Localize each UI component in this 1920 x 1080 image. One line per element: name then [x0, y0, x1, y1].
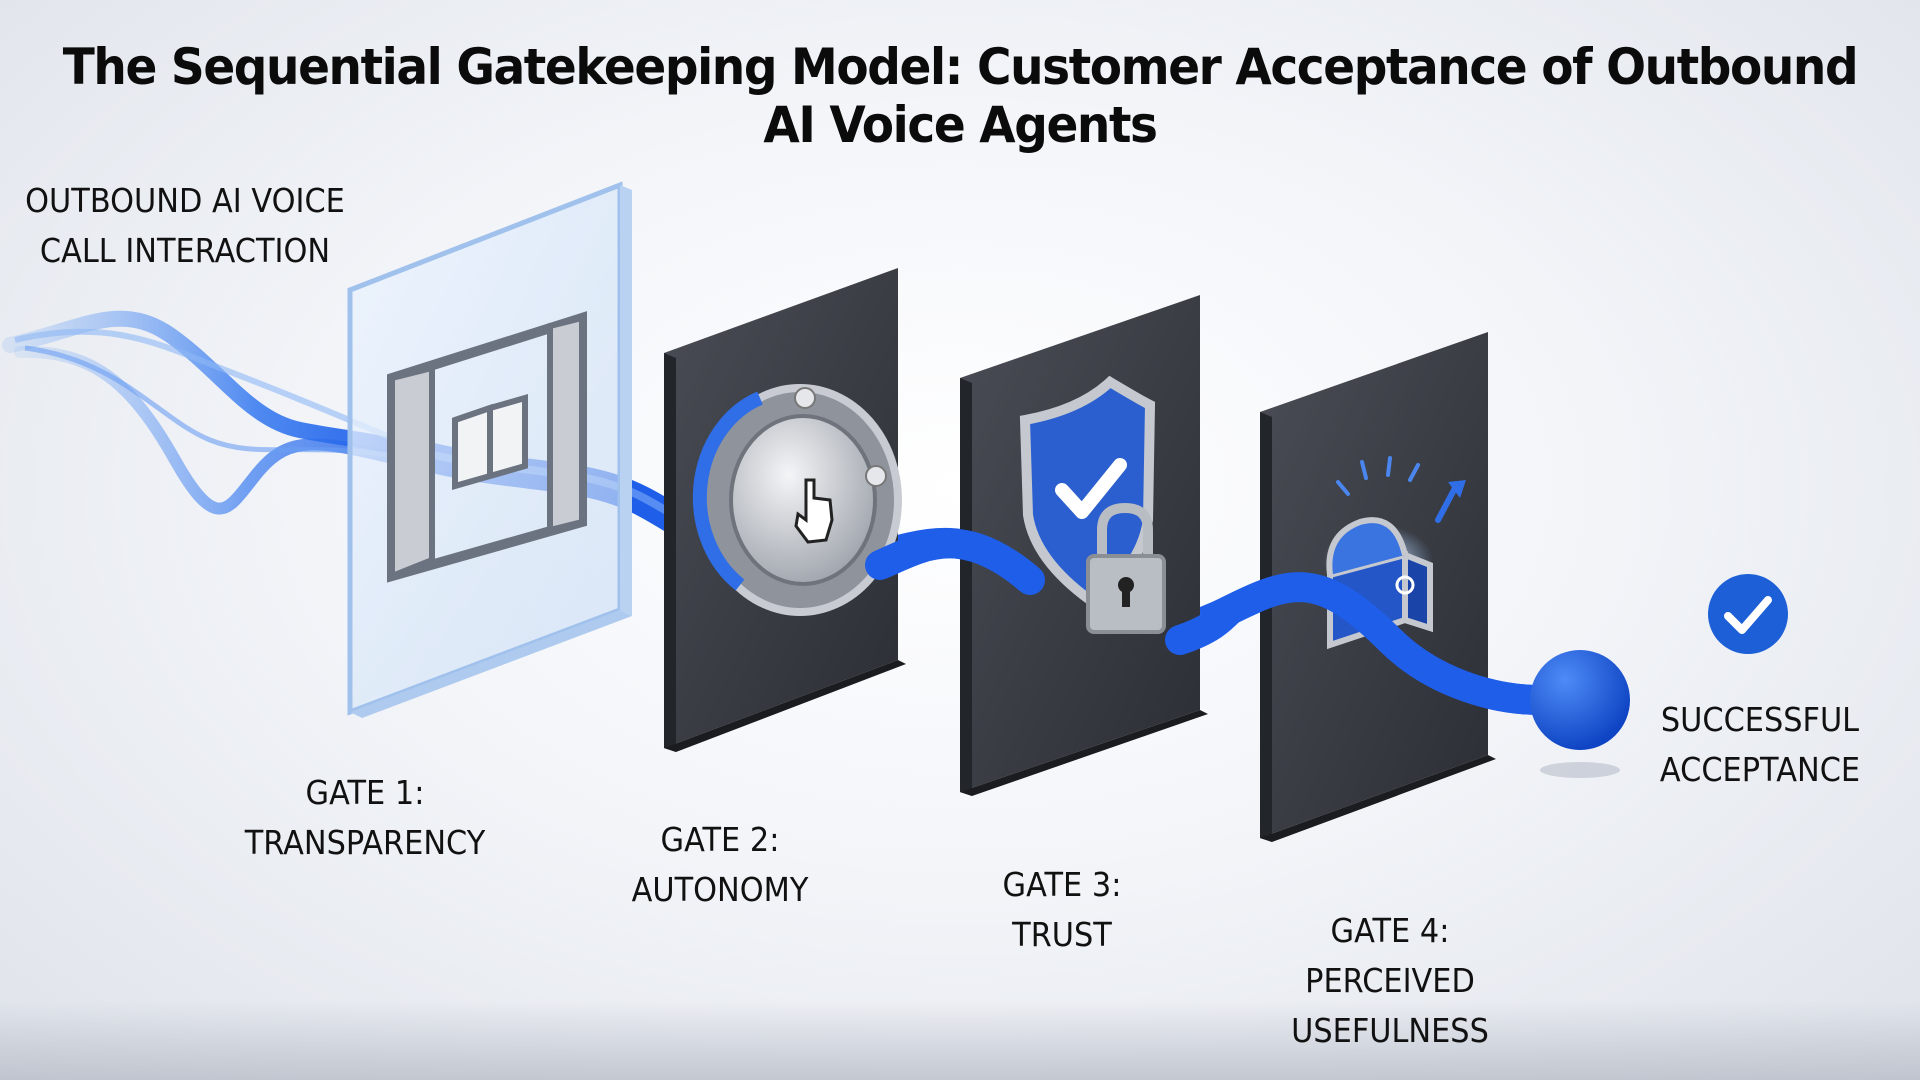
check-circle-icon	[1708, 574, 1788, 654]
shield-check-padlock-icon	[1019, 375, 1166, 634]
dial-hand-pointer-icon	[692, 384, 902, 616]
gate-3-label: GATE 3: TRUST	[1002, 865, 1122, 954]
start-label: OUTBOUND AI VOICE CALL INTERACTION	[25, 181, 345, 270]
gate-2-label: GATE 2: AUTONOMY	[631, 820, 809, 909]
gate-4-label: GATE 4: PERCEIVED USEFULNESS	[1291, 911, 1489, 1050]
end-label: SUCCESSFUL ACCEPTANCE	[1659, 700, 1861, 789]
floor-shadow	[0, 1000, 1920, 1080]
gate-1-panel	[347, 181, 632, 718]
gate-2-panel	[664, 268, 906, 752]
acceptance-orb	[1530, 650, 1630, 750]
diagram-title: The Sequential Gatekeeping Model: Custom…	[62, 38, 1859, 154]
gate-3-panel	[960, 295, 1208, 796]
open-book-window-icon	[387, 311, 587, 583]
gate-1-label: GATE 1: TRANSPARENCY	[244, 773, 486, 862]
